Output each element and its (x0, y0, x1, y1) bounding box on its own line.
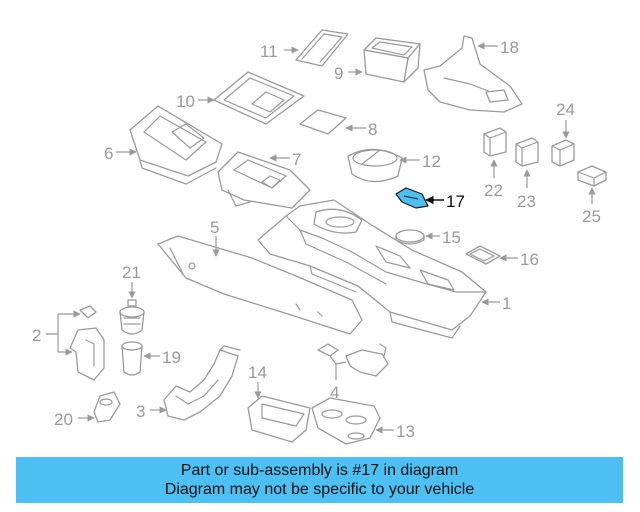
part-number-16: 16 (520, 250, 539, 269)
part-13-shape (311, 397, 381, 445)
part-number-19: 19 (162, 348, 181, 367)
part-2-shape (69, 305, 105, 381)
callout-19: 19 (143, 348, 181, 367)
callout-15: 15 (425, 228, 461, 247)
callout-6: 6 (104, 144, 137, 163)
callout-21: 21 (122, 263, 141, 299)
callout-2: 2 (32, 310, 81, 356)
part-23-shape (515, 137, 539, 167)
part-number-11: 11 (260, 42, 278, 61)
part-4-shape (317, 343, 389, 377)
part-number-20: 20 (54, 410, 73, 429)
part-12-shape (347, 148, 403, 183)
part-number-9: 9 (334, 64, 343, 83)
part-10-shape (213, 71, 305, 125)
part-number-13: 13 (396, 422, 415, 441)
part-17-shape (395, 187, 429, 209)
part-number-21: 21 (122, 263, 141, 282)
part-number-22: 22 (484, 181, 503, 200)
part-1-shape (257, 199, 487, 339)
callout-1: 1 (481, 294, 511, 313)
part-8-shape (299, 109, 347, 135)
callout-8: 8 (345, 120, 377, 139)
callout-14: 14 (248, 363, 267, 399)
part-6-shape (129, 105, 223, 185)
callout-5: 5 (210, 218, 220, 257)
callout-13: 13 (375, 422, 415, 441)
part-number-2: 2 (32, 326, 41, 345)
callout-7: 7 (269, 150, 301, 169)
callout-17: 17 (425, 192, 465, 211)
part-3-shape (163, 345, 241, 421)
part-24-shape (551, 139, 575, 167)
part-number-5: 5 (210, 218, 219, 237)
callout-4: 4 (329, 355, 347, 402)
part-15-shape (395, 229, 425, 245)
callout-22: 22 (484, 159, 503, 200)
part-number-6: 6 (104, 144, 113, 163)
part-21-shape (119, 299, 145, 335)
part-25-shape (577, 165, 607, 187)
info-banner: Part or sub-assembly is #17 in diagram D… (16, 457, 623, 503)
part-number-17: 17 (446, 192, 465, 211)
part-9-shape (363, 37, 421, 83)
callout-10: 10 (176, 92, 215, 111)
callout-12: 12 (399, 152, 441, 171)
part-11-shape (295, 29, 349, 67)
part-number-1: 1 (502, 294, 511, 313)
part-number-8: 8 (368, 120, 377, 139)
part-number-4: 4 (330, 383, 339, 402)
part-number-10: 10 (176, 92, 195, 111)
part-number-24: 24 (556, 100, 575, 119)
callout-3: 3 (136, 402, 167, 421)
callout-24: 24 (556, 100, 575, 139)
part-7-shape (217, 151, 311, 209)
banner-line-1: Part or sub-assembly is #17 in diagram (180, 462, 459, 479)
part-number-18: 18 (500, 38, 519, 57)
callout-11: 11 (260, 42, 299, 61)
part-18-shape (423, 35, 523, 113)
part-19-shape (121, 341, 143, 376)
parts-diagram: 11 18 9 10 8 6 7 12 17 22 23 24 (32, 29, 607, 445)
part-5-shape (157, 235, 363, 335)
callout-20: 20 (54, 410, 95, 429)
part-number-15: 15 (442, 228, 461, 247)
part-number-14: 14 (248, 363, 267, 382)
part-number-3: 3 (136, 402, 145, 421)
part-number-7: 7 (292, 150, 301, 169)
part-16-shape (465, 245, 501, 265)
part-14-shape (247, 395, 311, 443)
part-number-23: 23 (517, 192, 536, 211)
part-number-12: 12 (422, 152, 441, 171)
callout-16: 16 (499, 250, 539, 269)
part-number-25: 25 (582, 207, 601, 226)
callout-25: 25 (582, 187, 601, 226)
callout-18: 18 (477, 38, 519, 57)
callout-23: 23 (517, 169, 536, 211)
part-20-shape (93, 391, 121, 423)
part-22-shape (483, 127, 507, 157)
callout-9: 9 (334, 64, 363, 83)
banner-line-2: Diagram may not be specific to your vehi… (164, 481, 475, 498)
